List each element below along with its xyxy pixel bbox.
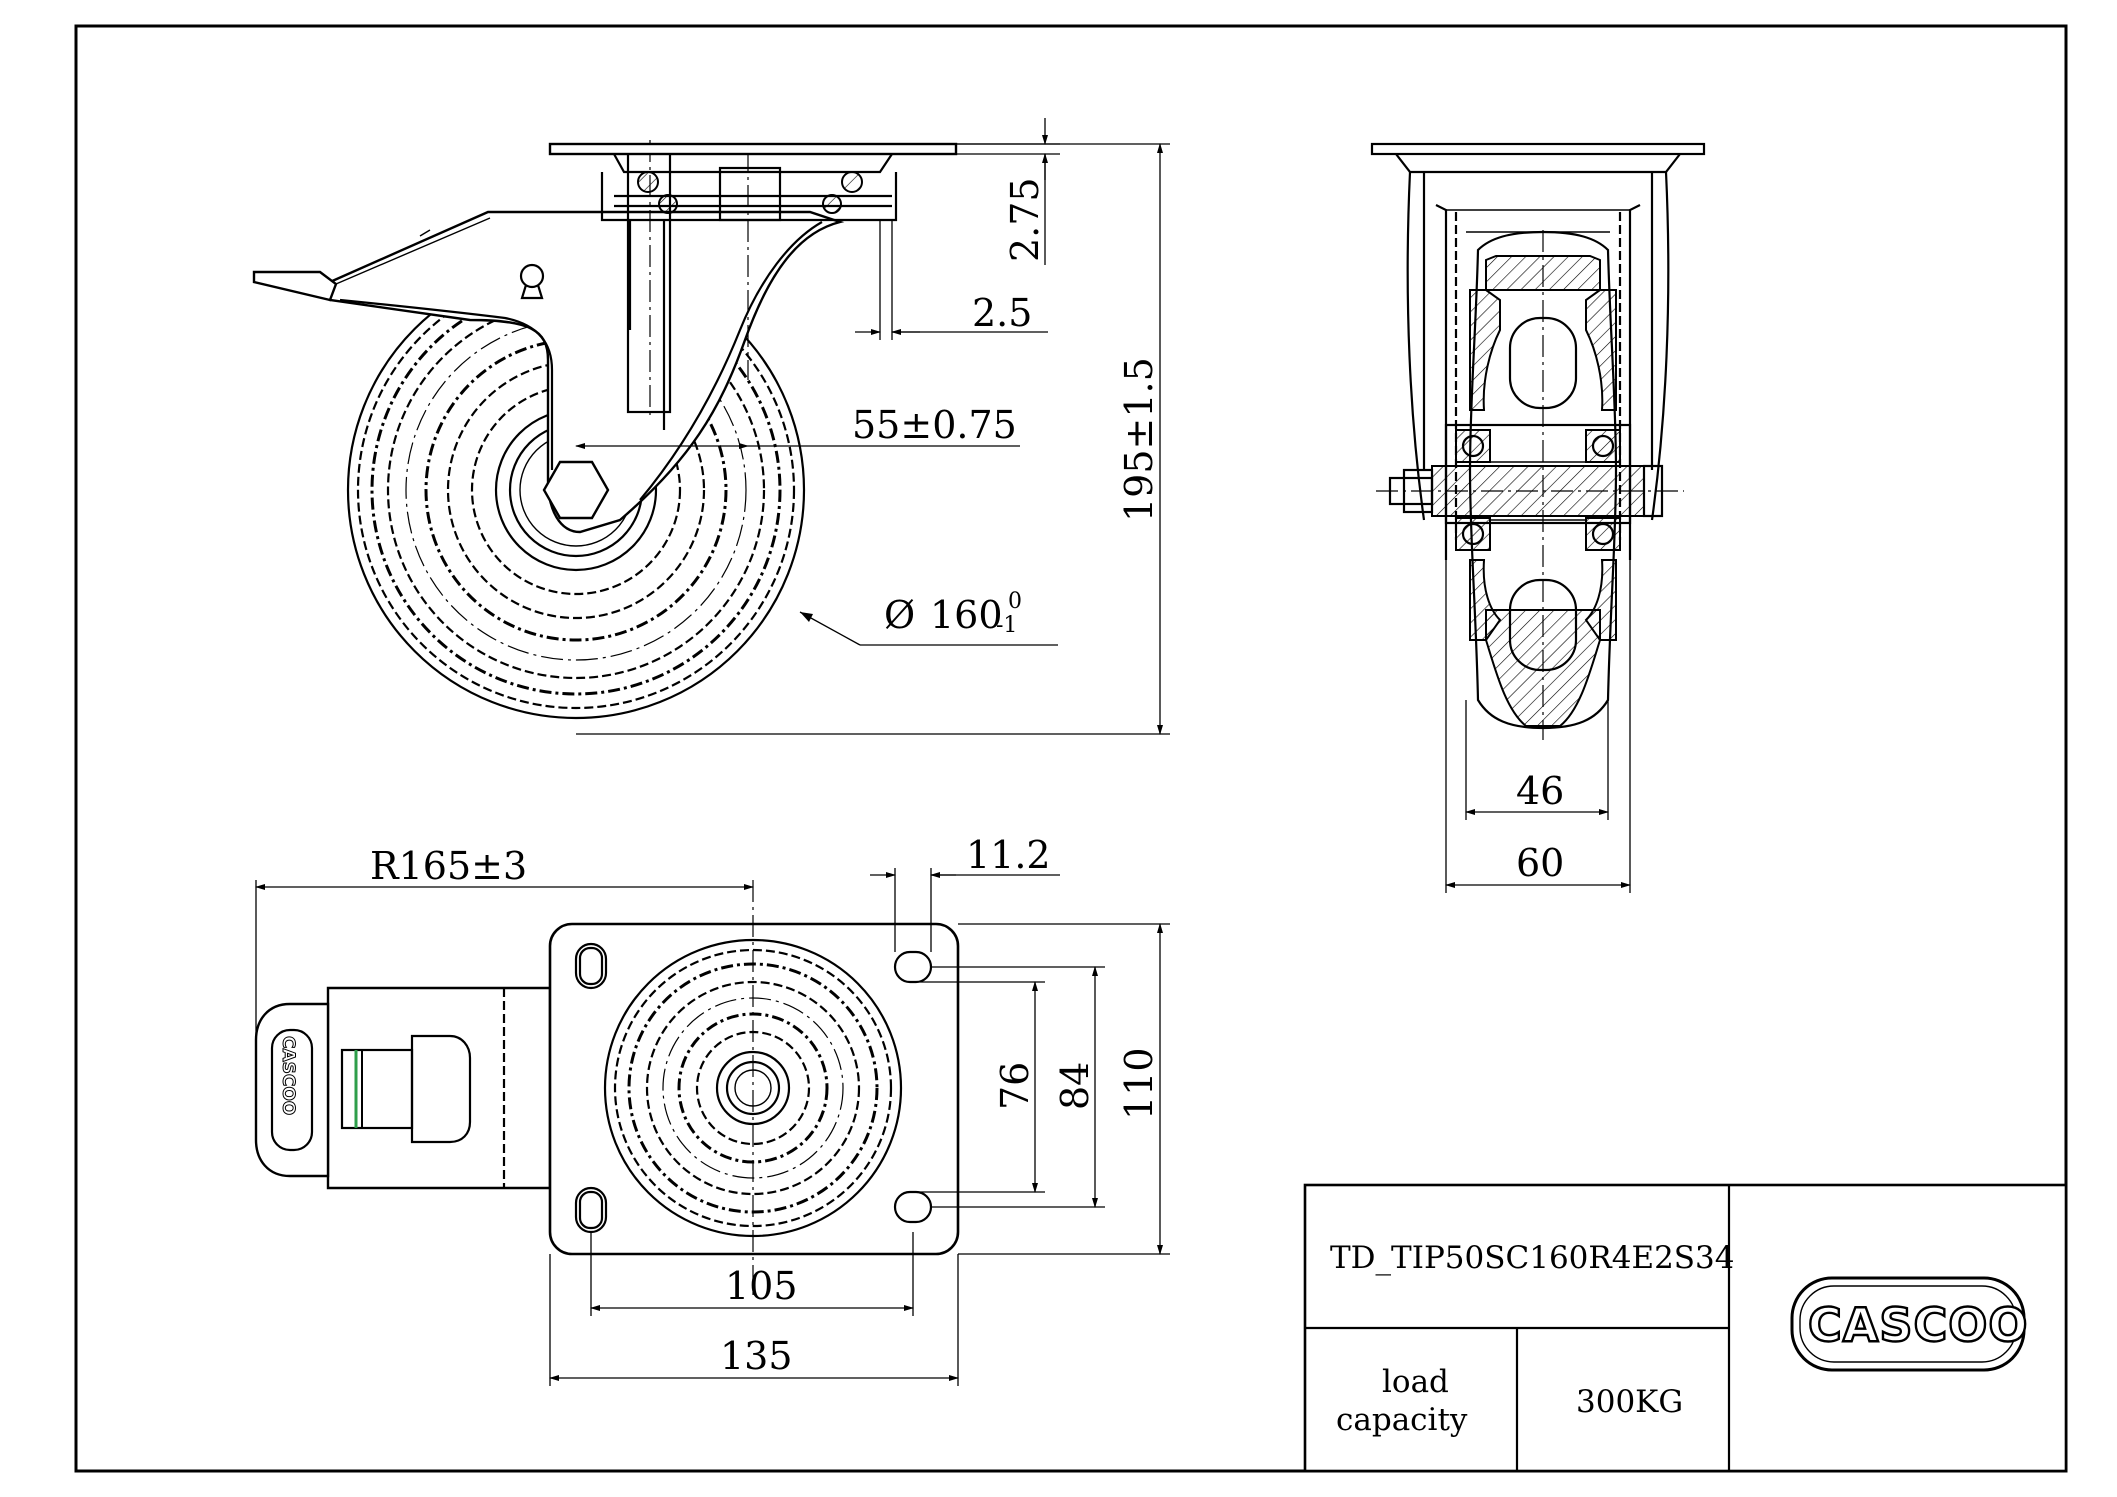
brake-logo-text: CASCOO <box>278 1036 298 1115</box>
dim-swivel-radius: R165±3 <box>370 844 527 888</box>
dim-slot-width: 11.2 <box>966 833 1051 877</box>
dim-hole-pitch-short: 76 <box>993 1062 1037 1110</box>
dim-hole-pitch-long: 105 <box>725 1264 798 1308</box>
title-block-load-value: 300KG <box>1576 1384 1683 1420</box>
title-block-load-label-line2: capacity <box>1336 1402 1468 1438</box>
dim-overall-height: 195±1.5 <box>1117 357 1161 522</box>
plan-view: CASCOO <box>254 880 960 1300</box>
dim-swivel-offset: 55±0.75 <box>852 403 1017 447</box>
dim-wheel-diameter-lower-tol: -1 <box>996 613 1017 638</box>
side-view <box>252 140 958 720</box>
dim-wheel-diameter-upper-tol: 0 <box>1008 589 1022 614</box>
dim-wheel-width: 46 <box>1516 769 1564 813</box>
front-section-view <box>1370 142 1706 740</box>
company-logo: CASCOO <box>1790 1276 2029 1372</box>
dim-wheel-diameter-symbol: Ø <box>884 593 915 637</box>
sheet-border <box>74 24 2068 1473</box>
company-logo-text: CASCOO <box>1808 1298 2028 1352</box>
brake-pedal-plan <box>254 1002 330 1178</box>
front-view-dimensions: 46 60 <box>1445 560 1631 893</box>
dim-fork-width: 60 <box>1516 841 1564 885</box>
title-block: TD_TIP50SC160R4E2S34 load capacity 300KG… <box>1303 1183 2068 1473</box>
brake-pedal <box>252 270 338 302</box>
dim-plate-length: 110 <box>1117 1047 1161 1120</box>
dim-plate-thickness: 2.75 <box>1003 177 1047 262</box>
axle-nut <box>542 460 610 520</box>
mounting-plate <box>548 922 960 1256</box>
side-view-dimensions: 2.75 2.5 55±0.75 195±1.5 Ø 160 0 -1 <box>575 118 1170 735</box>
title-block-model-code: TD_TIP50SC160R4E2S34 <box>1330 1240 1734 1276</box>
title-block-load-label-line1: load <box>1382 1364 1449 1400</box>
dim-plate-width: 135 <box>720 1334 793 1378</box>
plan-view-dimensions: R165±3 11.2 76 84 110 105 135 <box>255 833 1170 1386</box>
dim-wheel-diameter: 160 <box>930 593 1003 637</box>
dim-offset-gap: 2.5 <box>972 291 1032 335</box>
dim-hole-pitch-mid: 84 <box>1053 1062 1097 1110</box>
top-plate <box>548 142 958 156</box>
